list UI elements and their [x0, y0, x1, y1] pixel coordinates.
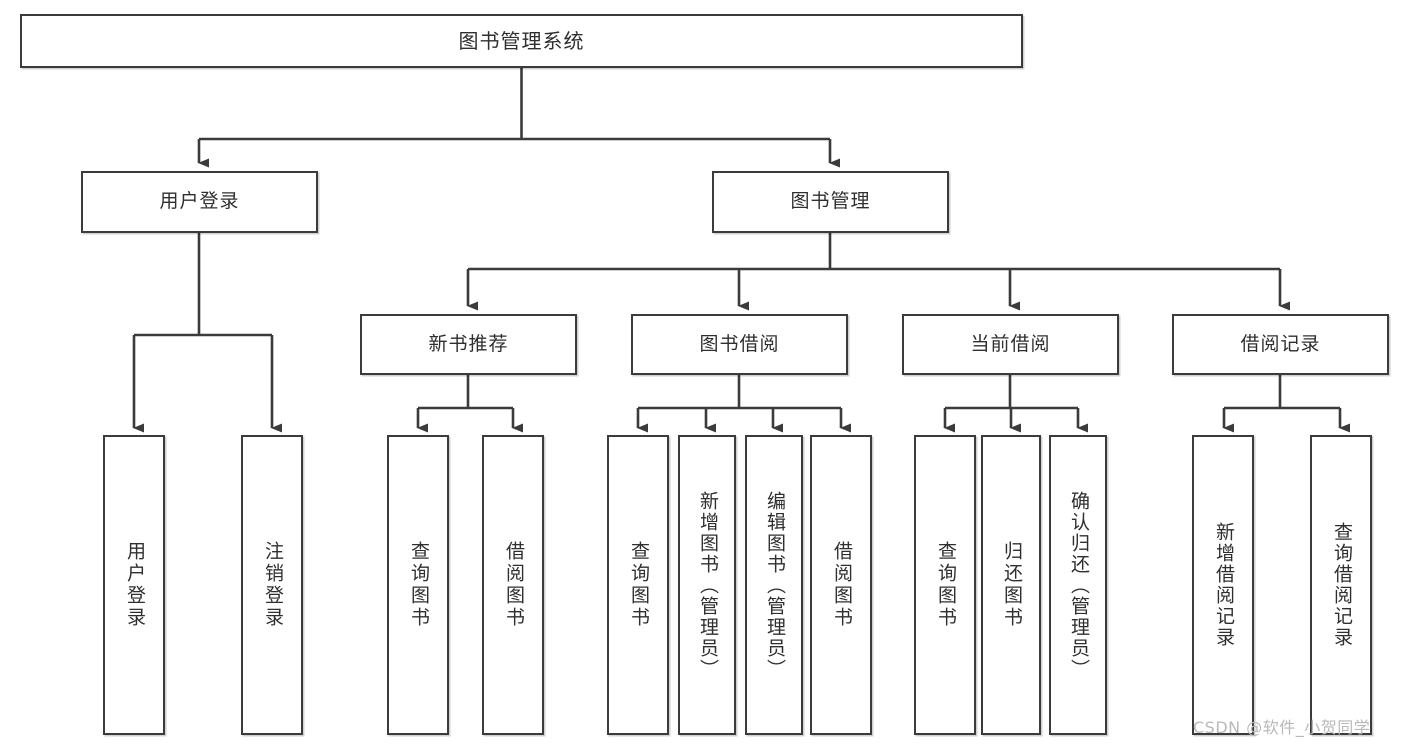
node-book-manage-label: 图书管理 [790, 190, 871, 213]
node-book-borrow[interactable]: 图书借阅 [631, 314, 848, 375]
node-leaf-borrow-book-2-label: 借阅图书 [830, 541, 853, 629]
node-leaf-add-book[interactable]: 新增图书（管理员） [678, 435, 736, 735]
node-book-manage[interactable]: 图书管理 [712, 171, 949, 233]
node-borrow-record-label: 借阅记录 [1240, 332, 1321, 355]
node-user-login[interactable]: 用户登录 [81, 171, 318, 233]
node-current-borrow[interactable]: 当前借阅 [902, 314, 1119, 375]
node-leaf-query-book-3-label: 查询图书 [934, 541, 957, 629]
node-user-login-label: 用户登录 [159, 190, 240, 213]
node-leaf-add-borrow-record-label: 新增借阅记录 [1212, 522, 1235, 648]
node-root-label: 图书管理系统 [458, 28, 585, 53]
node-leaf-query-book-2[interactable]: 查询图书 [607, 435, 669, 735]
node-leaf-logout-login[interactable]: 注销登录 [241, 435, 303, 735]
node-new-book-recommend-label: 新书推荐 [428, 332, 509, 355]
node-root[interactable]: 图书管理系统 [20, 14, 1023, 68]
node-leaf-query-borrow-record-label: 查询借阅记录 [1330, 522, 1353, 648]
node-leaf-user-login-label: 用户登录 [123, 541, 146, 629]
node-book-borrow-label: 图书借阅 [699, 332, 780, 355]
node-borrow-record[interactable]: 借阅记录 [1172, 314, 1389, 375]
node-leaf-user-login[interactable]: 用户登录 [103, 435, 165, 735]
node-current-borrow-label: 当前借阅 [970, 332, 1051, 355]
node-leaf-return-book[interactable]: 归还图书 [981, 435, 1041, 735]
node-leaf-borrow-book-1[interactable]: 借阅图书 [482, 435, 544, 735]
node-leaf-add-borrow-record[interactable]: 新增借阅记录 [1192, 435, 1254, 735]
node-leaf-query-book-1-label: 查询图书 [407, 541, 430, 629]
node-leaf-confirm-return[interactable]: 确认归还（管理员） [1049, 435, 1107, 735]
node-leaf-edit-book-label: 编辑图书（管理员） [763, 490, 786, 680]
node-leaf-query-book-2-label: 查询图书 [627, 541, 650, 629]
node-leaf-borrow-book-1-label: 借阅图书 [502, 541, 525, 629]
node-leaf-borrow-book-2[interactable]: 借阅图书 [810, 435, 872, 735]
node-leaf-query-book-3[interactable]: 查询图书 [914, 435, 976, 735]
node-leaf-confirm-return-label: 确认归还（管理员） [1067, 490, 1090, 680]
node-leaf-return-book-label: 归还图书 [1000, 541, 1023, 629]
node-new-book-recommend[interactable]: 新书推荐 [360, 314, 577, 375]
node-leaf-query-borrow-record[interactable]: 查询借阅记录 [1310, 435, 1372, 735]
node-leaf-logout-login-label: 注销登录 [261, 541, 284, 629]
node-leaf-query-book-1[interactable]: 查询图书 [387, 435, 449, 735]
csdn-watermark: CSDN @软件_小贺同学 [1193, 718, 1371, 737]
node-leaf-add-book-label: 新增图书（管理员） [696, 490, 719, 680]
node-leaf-edit-book[interactable]: 编辑图书（管理员） [745, 435, 803, 735]
